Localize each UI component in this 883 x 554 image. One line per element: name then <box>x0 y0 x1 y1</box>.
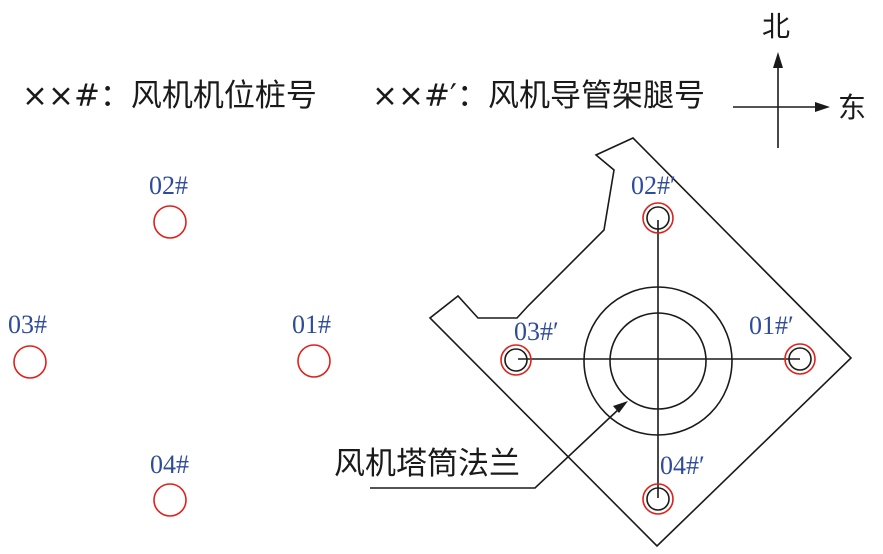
leg-label-04: 04#′ <box>660 451 705 480</box>
leg-label-01: 01#′ <box>749 311 794 340</box>
leg-ring-04 <box>642 483 674 515</box>
platform-outline <box>428 137 853 548</box>
pile-label-04: 04# <box>150 450 189 479</box>
pile-label-01: 01# <box>292 310 331 339</box>
leg-core-02 <box>646 206 670 230</box>
pile-circle-03 <box>13 345 47 379</box>
jacket-legs <box>500 202 816 515</box>
pile-circle-04 <box>153 483 187 517</box>
flange-label: 风机塔筒法兰 <box>334 446 520 482</box>
leg-core-04 <box>646 487 670 511</box>
pile-number-legend: ××#：风机机位桩号 <box>22 78 317 114</box>
leg-ring-02 <box>642 202 674 234</box>
compass: 北 东 <box>733 10 866 148</box>
leg-ring-01 <box>784 343 816 375</box>
leg-label-03: 03#′ <box>514 317 559 346</box>
pile-circle-01 <box>297 344 331 378</box>
leg-number-legend: ××#′：风机导管架腿号 <box>372 78 705 114</box>
pile-label-03: 03# <box>8 310 47 339</box>
east-arrow-icon <box>815 102 830 112</box>
pile-circle-02 <box>153 205 187 239</box>
flange-outer-ring <box>583 286 733 436</box>
flange-inner-ring <box>609 312 707 410</box>
leg-core-03 <box>504 348 528 372</box>
north-label: 北 <box>762 10 790 43</box>
leg-ring-03 <box>500 344 532 376</box>
leg-label-02: 02#′ <box>631 171 676 200</box>
flange-leader-line <box>370 407 621 489</box>
leader-arrow-icon <box>613 401 628 413</box>
pile-markers: 02# 03# 01# 04# <box>8 171 331 517</box>
leg-core-01 <box>788 347 812 371</box>
pile-label-02: 02# <box>149 171 188 200</box>
east-label: 东 <box>838 91 866 124</box>
north-arrow-icon <box>773 52 783 68</box>
